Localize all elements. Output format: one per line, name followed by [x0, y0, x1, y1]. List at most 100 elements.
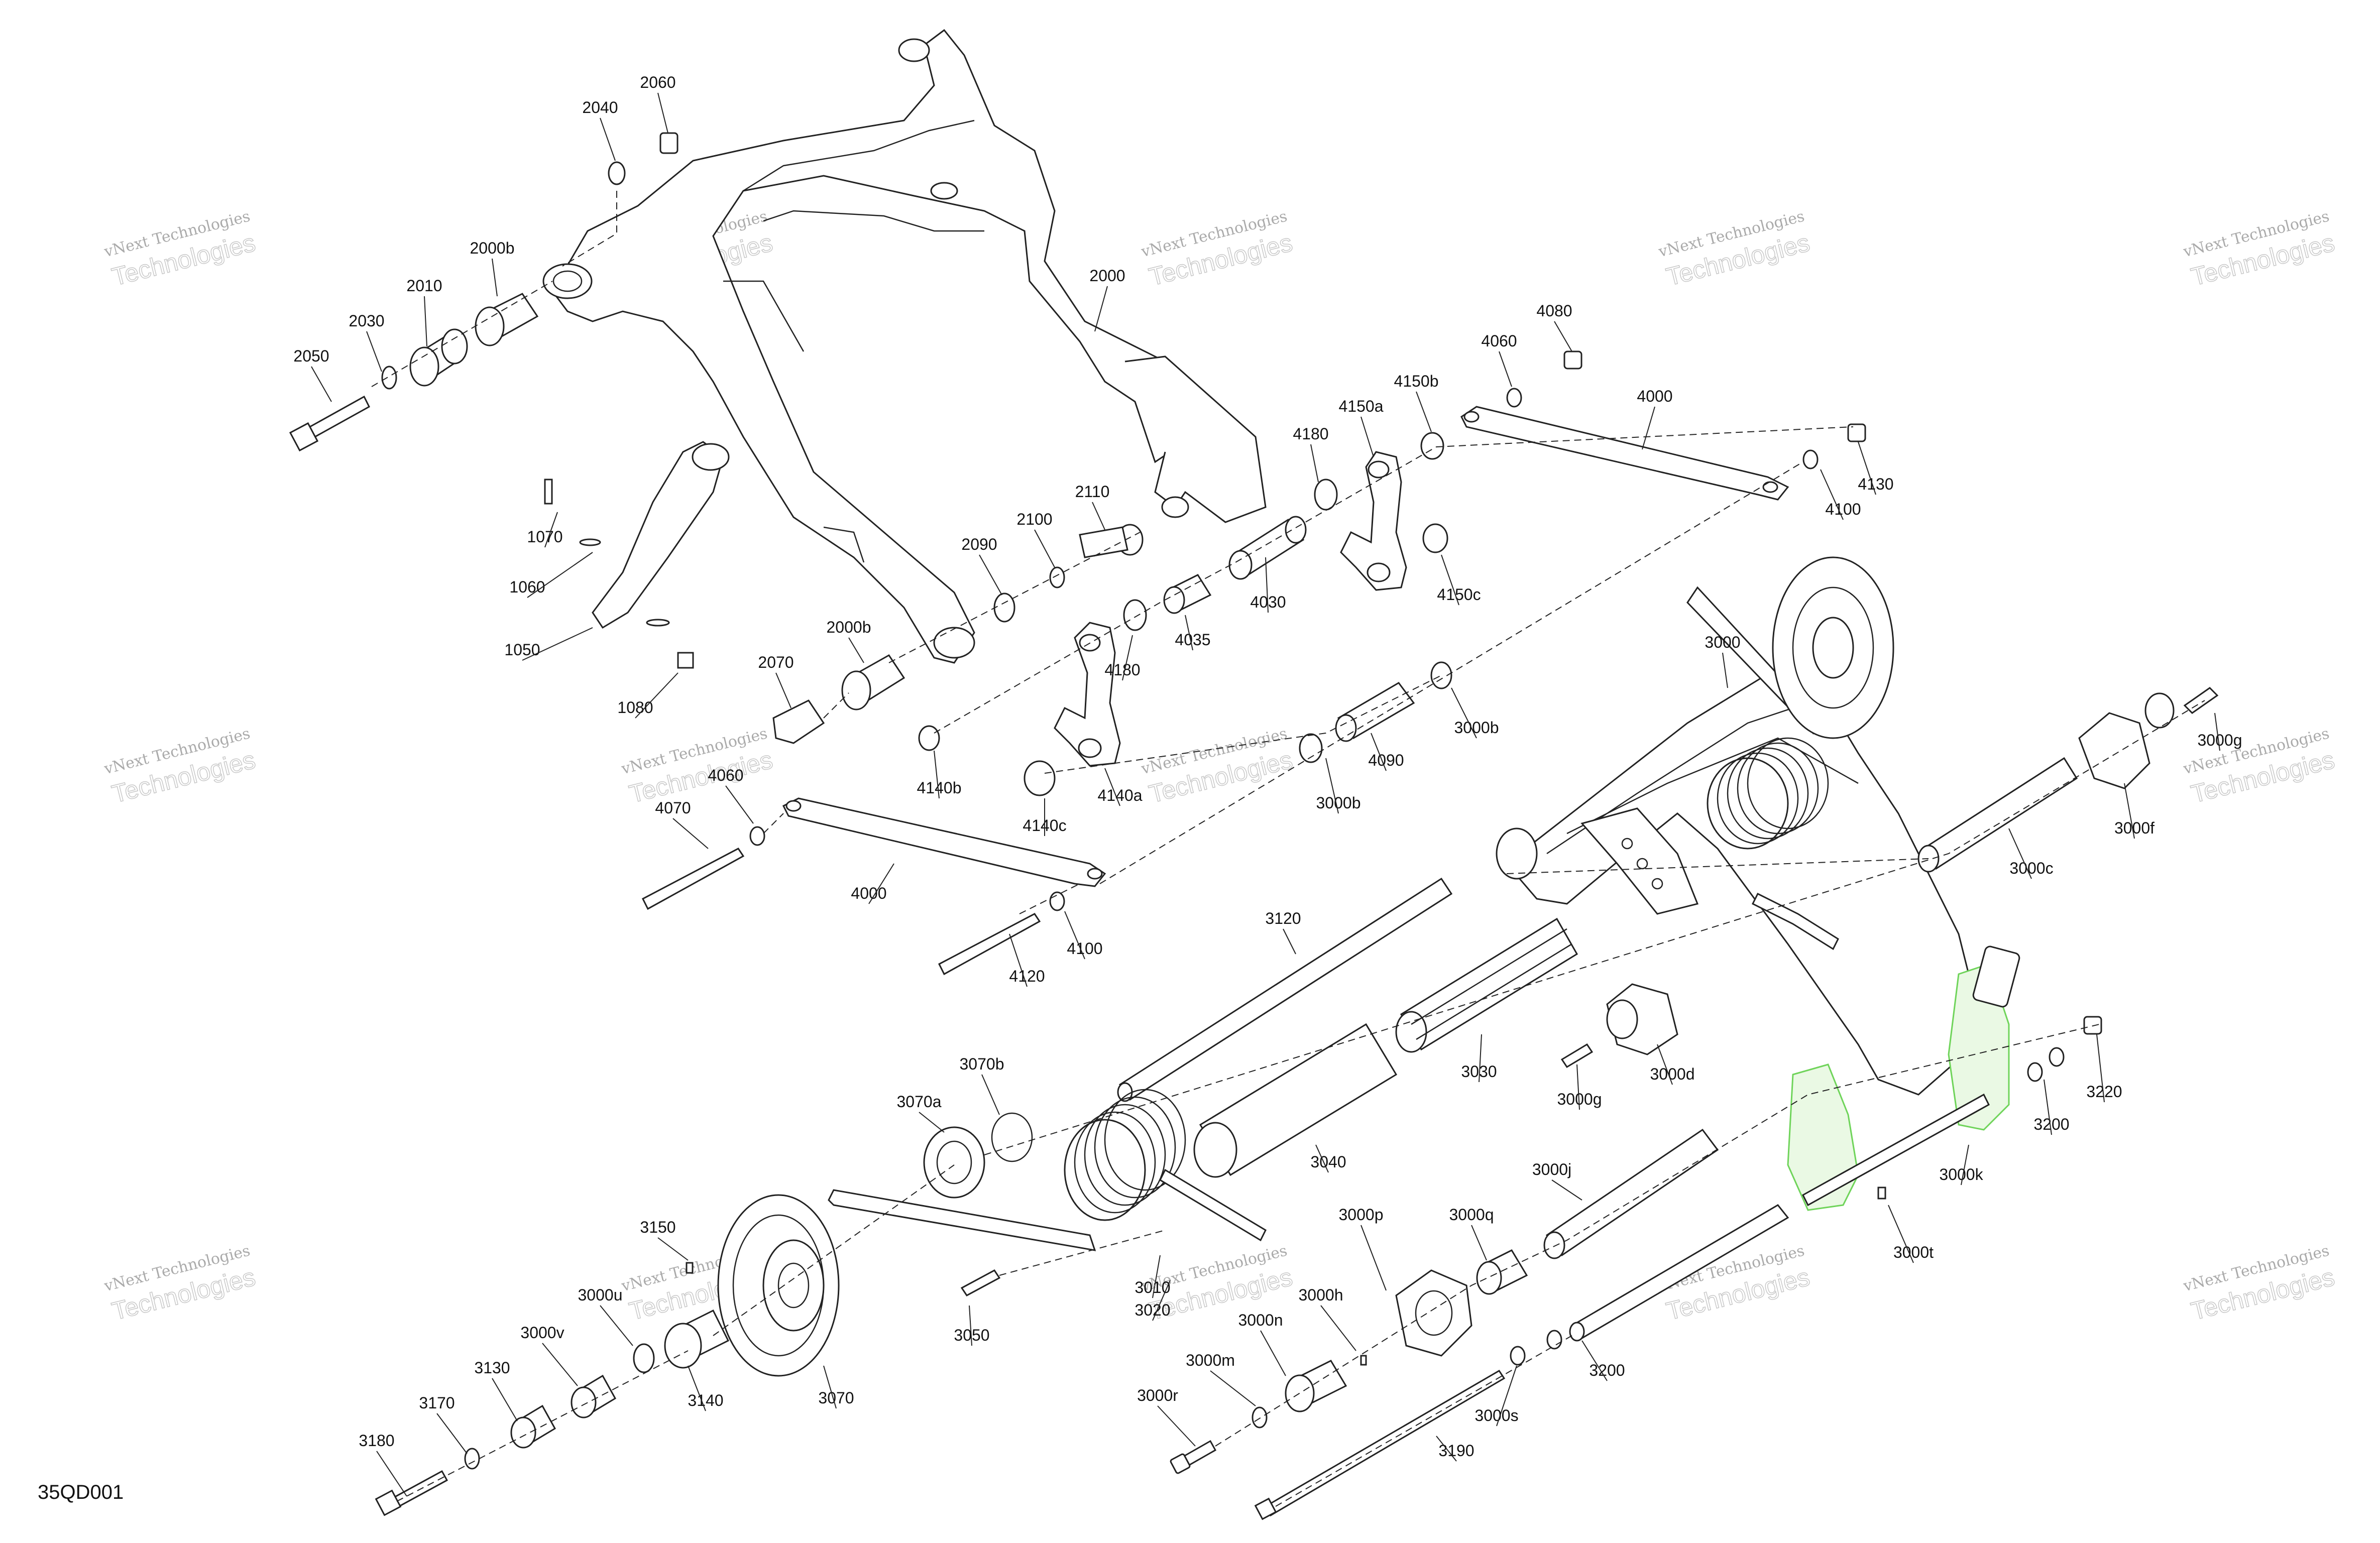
callout-3150: 3150 [640, 1218, 675, 1236]
callout-leaders [311, 92, 2220, 1497]
leader-line [1320, 1305, 1356, 1351]
leader-line [1451, 687, 1477, 739]
callout-3000f: 3000f [2114, 819, 2155, 837]
circlip-3070b [991, 1112, 1033, 1162]
bushing-4150b [1420, 432, 1444, 460]
washer-2090 [993, 592, 1015, 623]
leader-line [1441, 554, 1459, 606]
callout-3070: 3070 [818, 1389, 854, 1407]
leader-line [919, 1112, 945, 1133]
callout-3000t: 3000t [1893, 1243, 1934, 1261]
leader-line [436, 1413, 468, 1454]
callout-1080: 1080 [617, 698, 653, 717]
bushing-2000b-top [475, 293, 539, 346]
bushing-4140b [918, 725, 940, 751]
leader-line [1499, 351, 1512, 387]
bushing-2010 [409, 328, 468, 387]
leader-line [1361, 416, 1374, 457]
callout-3200: 3200 [1589, 1361, 1625, 1379]
leader-line [424, 296, 427, 347]
profile-3030 [1395, 917, 1578, 1053]
leader-line [1551, 1179, 1582, 1201]
callout-3010: 3010 [1135, 1278, 1170, 1296]
washer-4100-top [1802, 449, 1819, 469]
tube-3000c [1917, 757, 2078, 873]
bushing-4140c [1024, 760, 1056, 796]
leader-line [657, 92, 668, 134]
bolt-4120 [938, 913, 1041, 976]
leader-line [522, 627, 593, 661]
bolt-4070 [642, 848, 745, 910]
bushing-3000b-2 [1299, 733, 1323, 763]
rocker-arm-4150a [1340, 451, 1407, 591]
washer-3000u [633, 1343, 655, 1373]
bearing-3070a [923, 1126, 985, 1199]
leader-line [1310, 444, 1319, 483]
leader-line [527, 552, 593, 598]
leader-line [1210, 1370, 1256, 1406]
bushing-3000b [1430, 661, 1452, 689]
bushing-3140 [664, 1309, 730, 1369]
leader-line [981, 1074, 1000, 1115]
callout-3180: 3180 [359, 1432, 394, 1450]
leader-line [969, 1305, 972, 1346]
pin-3150 [686, 1262, 694, 1274]
bolt-2110-shank [1079, 526, 1128, 558]
callout-2100: 2100 [1016, 510, 1052, 528]
leader-line [1152, 1255, 1161, 1298]
leader-line [1361, 1225, 1387, 1291]
washer-3200-low [1510, 1346, 1526, 1366]
callout-2000b: 2000b [470, 239, 515, 257]
callout-3000: 3000 [1705, 633, 1740, 651]
leader-line [544, 512, 558, 548]
leader-line [366, 331, 382, 372]
callout-4035: 4035 [1175, 631, 1210, 649]
washer-3170 [464, 1448, 480, 1470]
callout-4100: 4100 [1067, 939, 1102, 958]
assembly-lines [371, 191, 2205, 1507]
callout-4150c: 4150c [1437, 585, 1481, 604]
strap-1050 [544, 441, 730, 669]
callout-3070b: 3070b [960, 1055, 1004, 1073]
bolt-3210 [1254, 1369, 1506, 1520]
bolt-3000g-mid [1560, 1043, 1594, 1069]
grease-fitting-3000t [1877, 1186, 1886, 1200]
end-cap-3000f [2078, 692, 2175, 789]
callout-4100: 4100 [1825, 500, 1861, 518]
washer-3000r [1252, 1406, 1268, 1429]
washer-4180-2 [1314, 479, 1338, 511]
leader-line [1554, 321, 1572, 352]
leader-line [1371, 733, 1387, 771]
leader-line [376, 1451, 407, 1497]
washer-3200 [2027, 1062, 2043, 1082]
rod-3120 [1117, 877, 1453, 1102]
washer-3200-low2 [1546, 1330, 1562, 1350]
leader-line [1122, 635, 1133, 681]
leader-line [1064, 911, 1085, 960]
tube-3000j [1543, 1128, 1719, 1259]
callout-3170: 3170 [419, 1394, 455, 1412]
leader-line [1479, 1034, 1482, 1083]
leader-line [823, 1365, 837, 1409]
callout-3190: 3190 [1438, 1442, 1474, 1460]
bolt-3000g-right [2183, 687, 2219, 714]
leader-line [1265, 557, 1269, 613]
link-4000-top [1460, 406, 1789, 501]
callout-4070: 4070 [655, 799, 691, 817]
callout-3000b: 3000b [1454, 719, 1499, 737]
bolt-3000s [1170, 1440, 1217, 1474]
callout-3000k: 3000k [1939, 1165, 1983, 1183]
bushing-3000h [1476, 1249, 1528, 1295]
callout-4000: 4000 [851, 884, 886, 902]
callout-4120: 4120 [1009, 967, 1045, 985]
leader-line [1496, 1365, 1517, 1427]
leader-line [1260, 1330, 1286, 1376]
leader-line [1888, 1205, 1914, 1263]
leader-line [1009, 933, 1028, 987]
end-cap-3000p [1395, 1269, 1472, 1357]
frame-arm-2000 [542, 29, 1267, 664]
